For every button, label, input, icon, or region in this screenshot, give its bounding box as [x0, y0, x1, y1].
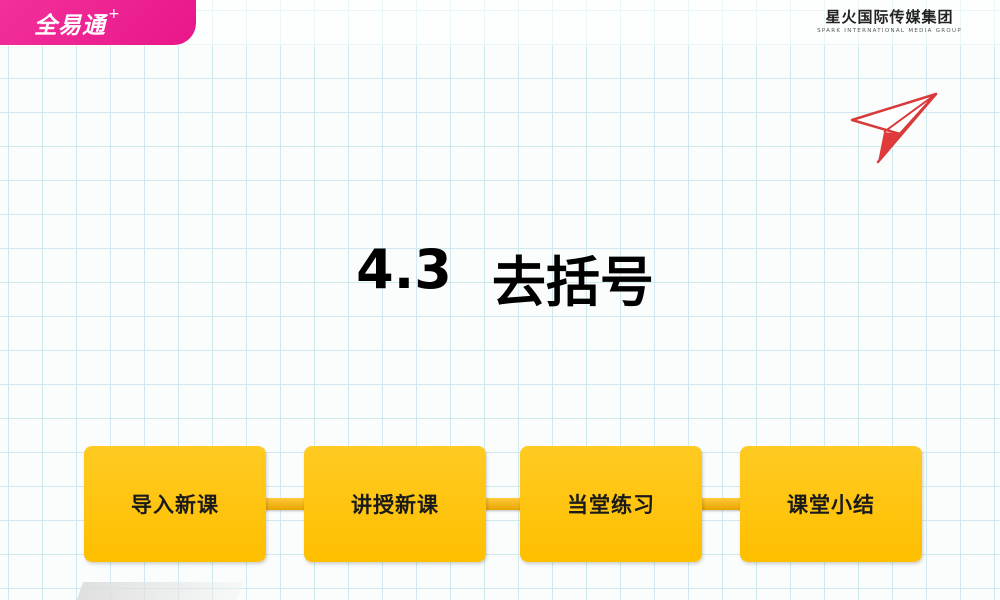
- step-lecture-button[interactable]: 讲授新课: [304, 446, 486, 562]
- brand-logo: 星火国际传媒集团 SPARK INTERNATIONAL MEDIA GROUP: [817, 6, 962, 34]
- logo: 全易通 +: [0, 0, 196, 45]
- step-practice-button[interactable]: 当堂练习: [520, 446, 702, 562]
- step-label: 课堂小结: [787, 493, 875, 517]
- step-label: 导入新课: [131, 493, 219, 517]
- step-label: 讲授新课: [351, 493, 439, 517]
- step-label: 当堂练习: [567, 493, 655, 517]
- brand-name: 星火国际传媒集团: [825, 8, 954, 26]
- logo-text: 全易通: [34, 11, 106, 39]
- brand-name-english: SPARK INTERNATIONAL MEDIA GROUP: [817, 28, 962, 34]
- lesson-number: 4.3: [356, 238, 452, 301]
- lesson-name: 去括号: [491, 251, 654, 314]
- step-intro-button[interactable]: 导入新课: [84, 446, 266, 562]
- decorative-shadow: [76, 582, 244, 600]
- step-summary-button[interactable]: 课堂小结: [740, 446, 922, 562]
- lesson-title: 4.3 去括号: [0, 238, 1000, 317]
- paper-plane-icon: [850, 92, 938, 164]
- logo-plus: +: [108, 5, 120, 22]
